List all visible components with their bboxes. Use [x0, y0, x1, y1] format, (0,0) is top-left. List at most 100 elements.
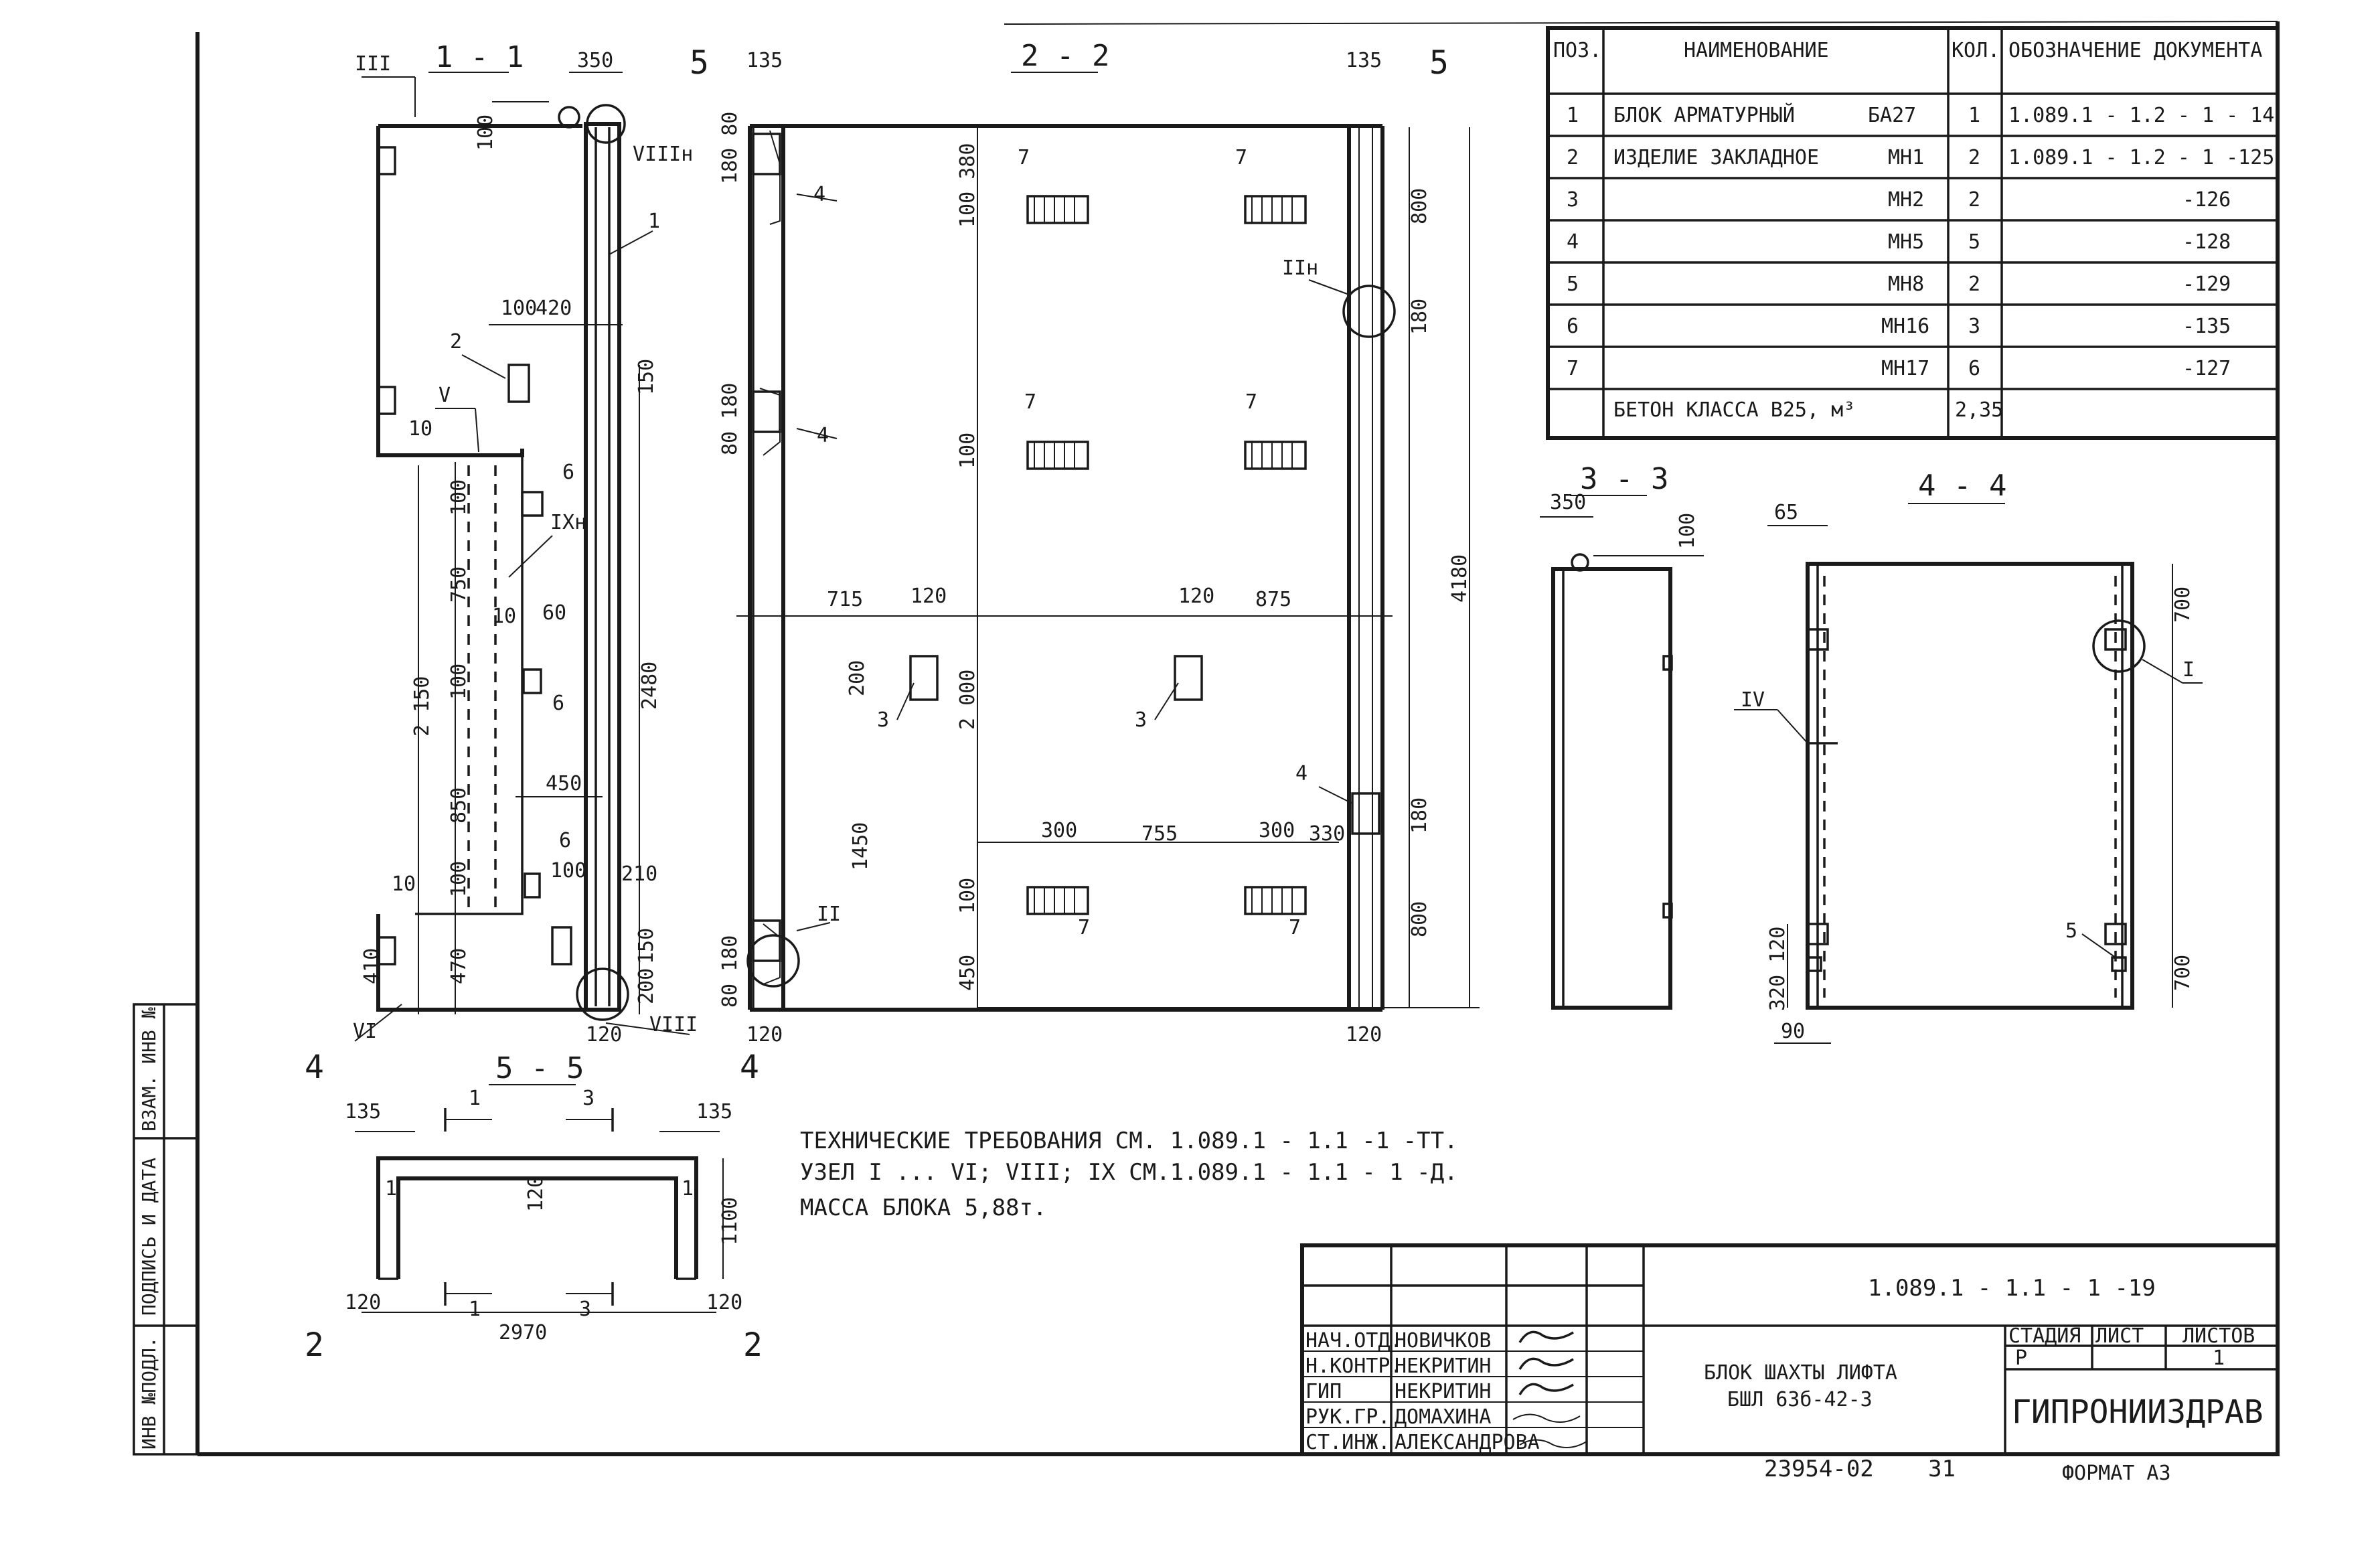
row-3-doc: -126 [2183, 188, 2231, 212]
dim-150-bot: 150 [635, 928, 658, 964]
dim-135-right: 135 [1346, 49, 1382, 72]
row-5-pos: 5 [1567, 273, 1579, 296]
row-7-doc: -127 [2183, 357, 2231, 380]
dim-350: 350 [577, 49, 613, 72]
doc-code: 1.089.1 - 1.1 - 1 -19 [1868, 1275, 2156, 1302]
name-4: ДОМАХИНА [1395, 1405, 1492, 1429]
dim-410: 410 [360, 948, 384, 984]
section-5-5: 5 - 5 135 135 120 1100 120 120 2970 1 3 … [305, 44, 1449, 1364]
section-2-2: 2 - 2 [718, 39, 1480, 1047]
pos-label-3-b: 3 [1135, 708, 1147, 732]
pos-label-7-c: 7 [1024, 390, 1036, 414]
pos-label-4-a: 4 [813, 183, 825, 206]
row-1-qty: 1 [1968, 104, 1980, 127]
dim-100-top: 100 [474, 114, 497, 151]
row-1-mark: БА27 [1868, 104, 1916, 127]
pos-label-1-a: 1 [385, 1177, 397, 1201]
dim-715: 715 [827, 588, 863, 611]
name-5: АЛЕКСАНДРОВА [1395, 1431, 1540, 1454]
node-label-IXh: IXн [550, 511, 586, 534]
dim-470: 470 [447, 948, 471, 984]
dim-700-bot: 700 [2171, 955, 2195, 991]
section-1-1: 1 - 1 350 100 100 420 150 [353, 40, 698, 1047]
stage-value: Р [2015, 1346, 2027, 1370]
title-block: 1.089.1 - 1.1 - 1 -19 БЛОК ШАХТЫ ЛИФТА Б… [1300, 1243, 2280, 1485]
dim-200: 200 [846, 660, 869, 696]
note-mass: МАССА БЛОКА 5,88т. [800, 1194, 1046, 1221]
row-3-pos: 3 [1567, 188, 1579, 212]
dim-120-a: 120 [345, 1291, 381, 1314]
cut-4-right: 4 [740, 1049, 759, 1086]
row-4-doc: -128 [2183, 230, 2231, 254]
sheet-header: ЛИСТ [2095, 1324, 2144, 1348]
pos-label-2: 2 [450, 330, 462, 354]
role-3: ГИП [1305, 1380, 1342, 1403]
dim-800-top: 800 [1408, 188, 1431, 224]
dim-10-top: 10 [408, 417, 432, 441]
node-label-II: II [817, 903, 841, 926]
cut-5-left: 5 [690, 44, 709, 82]
dim-150-top: 150 [635, 359, 658, 395]
role-1: НАЧ.ОТД. [1305, 1329, 1403, 1352]
sheet-number: 31 [1928, 1456, 1956, 1482]
node-label-VIIIh: VIIIн [633, 143, 693, 166]
dim-330: 330 [1309, 822, 1345, 846]
node-label-III: III [355, 52, 391, 76]
dim-200: 200 [635, 968, 658, 1004]
sheet-frame [195, 21, 2280, 1456]
row-3-mark: МН2 [1888, 188, 1924, 212]
dim-120-b: 120 [1178, 585, 1214, 608]
row-6-doc: -135 [2183, 315, 2231, 338]
dim-2970: 2970 [499, 1321, 547, 1344]
dim-450: 450 [546, 772, 582, 795]
dim-100-33: 100 [1676, 513, 1699, 549]
spec-table: ПОЗ. НАИМЕНОВАНИЕ КОЛ. ОБОЗНАЧЕНИЕ ДОКУМ… [1546, 26, 2280, 440]
name-2: НЕКРИТИН [1395, 1354, 1492, 1378]
row-6-mark: МН16 [1881, 315, 1929, 338]
dim-60: 60 [542, 601, 566, 625]
row-5-mark: МН8 [1888, 273, 1924, 296]
side-stamp: ВЗАМ. ИНВ № ПОДПИСЬ И ДАТА ИНВ №ПОДЛ. [133, 1003, 199, 1456]
row-1-name: БЛОК АРМАТУРНЫЙ [1613, 103, 1795, 127]
section-title-4-4: 4 - 4 [1918, 469, 2006, 503]
dim-135-a: 135 [345, 1100, 381, 1124]
node-label-I: I [2183, 658, 2195, 682]
dim-420: 420 [536, 297, 572, 320]
stage-header: СТАДИЯ [2008, 1324, 2081, 1348]
pos-label-7-f: 7 [1289, 916, 1301, 939]
row-7-qty: 6 [1968, 357, 1980, 380]
notes: ТЕХНИЧЕСКИЕ ТРЕБОВАНИЯ СМ. 1.089.1 - 1.1… [800, 1128, 1458, 1221]
dim-2480: 2480 [638, 662, 661, 710]
col-header-pos: ПОЗ. [1553, 39, 1601, 62]
dim-320-120: 320 120 [1766, 927, 1790, 1011]
plates-pos-7 [1026, 195, 1307, 915]
dim-120-web: 120 [524, 1176, 548, 1212]
name-1: НОВИЧКОВ [1395, 1329, 1492, 1352]
cut-1-top: 1 [469, 1087, 481, 1110]
node-label-VI: VI [353, 1020, 377, 1043]
dim-210: 210 [621, 862, 657, 886]
section-title-5-5: 5 - 5 [495, 1051, 584, 1085]
dim-800-bot: 800 [1408, 901, 1431, 937]
role-4: РУК.ГР. [1305, 1405, 1390, 1429]
dim-1100: 1100 [718, 1197, 742, 1245]
signatures [1512, 1330, 1587, 1448]
dim-300-a: 300 [1041, 819, 1077, 842]
dim-100-d: 100 [550, 859, 586, 882]
row-4-pos: 4 [1567, 230, 1579, 254]
row-4-mark: МН5 [1888, 230, 1924, 254]
row-1-doc: 1.089.1 - 1.2 - 1 - 14 [2008, 104, 2274, 127]
note-nodes: УЗЕЛ I ... VI; VIII; IX СМ.1.089.1 - 1.1… [800, 1159, 1458, 1186]
cut-2-right: 2 [743, 1326, 763, 1364]
row-6-qty: 3 [1968, 315, 1980, 338]
dim-65: 65 [1774, 501, 1798, 524]
row-7-mark: МН17 [1881, 357, 1929, 380]
pos-label-1: 1 [648, 210, 660, 233]
dim-10-mid: 10 [492, 605, 516, 628]
pos-label-4-c: 4 [1295, 762, 1307, 785]
dim-80-180: 80 180 [718, 383, 742, 455]
dim-180-top: 180 [1408, 299, 1431, 335]
dim-2000: 2 000 [956, 670, 979, 730]
section-title-2-2: 2 - 2 [1021, 39, 1109, 73]
